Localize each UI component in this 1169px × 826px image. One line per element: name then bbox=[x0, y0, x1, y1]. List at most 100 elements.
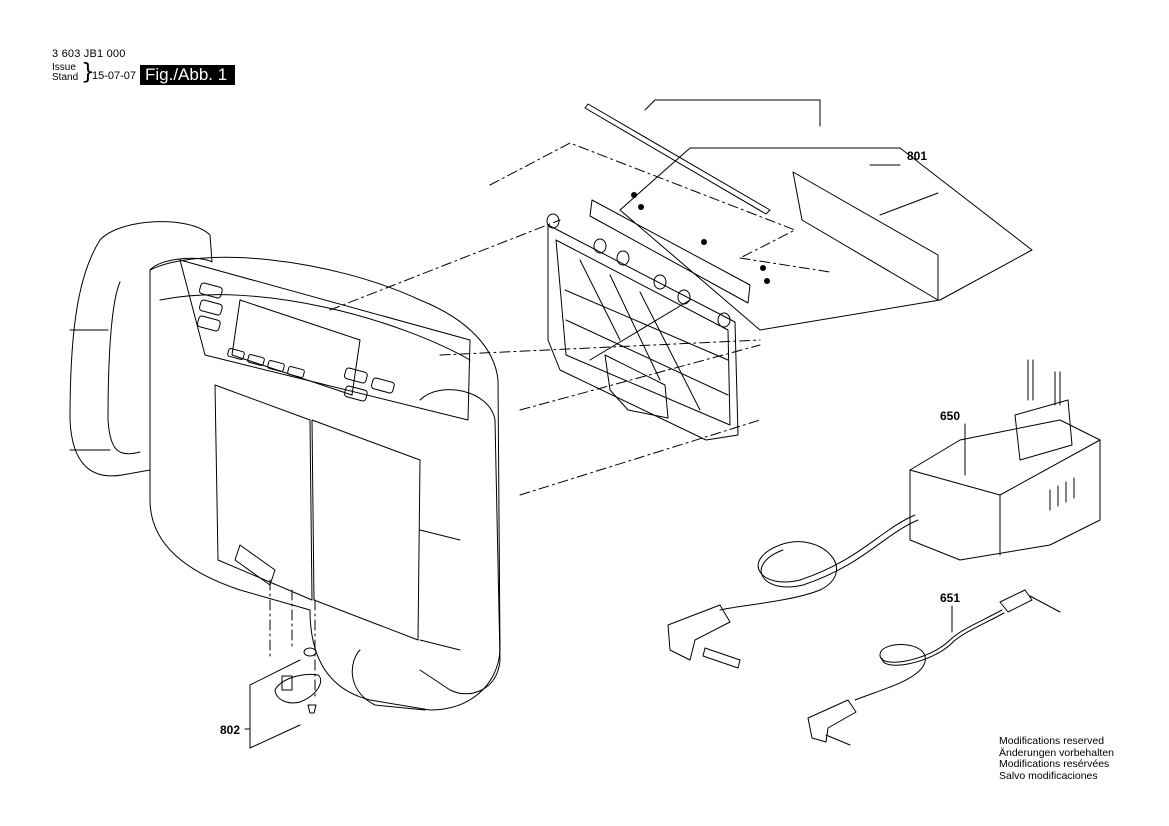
board-panel bbox=[792, 171, 939, 301]
mounting-bracket bbox=[589, 199, 751, 304]
jack-pin bbox=[702, 647, 741, 669]
plate-rib-4 bbox=[564, 289, 729, 361]
button-5 bbox=[247, 354, 265, 366]
button-1 bbox=[198, 282, 223, 299]
leader-801b bbox=[644, 99, 656, 111]
stand-label: Stand bbox=[52, 72, 79, 83]
handle-outer bbox=[69, 239, 151, 477]
plate-latch bbox=[604, 354, 669, 419]
part-650-group: 650 bbox=[667, 359, 1101, 669]
notice-line-1: Modifications reserved bbox=[999, 735, 1105, 747]
mounting-plate bbox=[546, 192, 770, 441]
button-2 bbox=[198, 299, 223, 316]
button-9 bbox=[343, 385, 368, 402]
fastener-screw bbox=[307, 704, 317, 714]
adapter-edge-1 bbox=[909, 469, 1001, 496]
radio-body bbox=[69, 221, 501, 711]
projection-b bbox=[329, 219, 561, 311]
issue-labels: Issue Stand bbox=[52, 63, 78, 83]
cable-jack-bottom-pin bbox=[825, 734, 851, 746]
leader-801 bbox=[654, 99, 821, 127]
button-6 bbox=[267, 360, 285, 372]
callout-801: 801 bbox=[907, 149, 927, 163]
hinge-3 bbox=[616, 250, 630, 266]
hinge-2 bbox=[593, 238, 607, 254]
plate-rib-2 bbox=[609, 274, 661, 381]
issue-date: 15-07-07 bbox=[92, 70, 137, 82]
part-802-group: 802 bbox=[220, 647, 322, 749]
handle-top bbox=[99, 221, 213, 281]
screw-5 bbox=[764, 278, 770, 284]
button-10 bbox=[370, 377, 395, 394]
foot-right bbox=[351, 649, 426, 711]
leader-802-top bbox=[249, 659, 301, 686]
handle-right bbox=[419, 389, 501, 695]
leader-802-bottom bbox=[249, 724, 301, 749]
projection-c bbox=[439, 339, 761, 356]
adapter-cable bbox=[719, 514, 916, 611]
cable-jack-top-pin bbox=[1029, 595, 1061, 613]
plate-rib-3 bbox=[639, 291, 701, 411]
notice-line-4: Salvo modificaciones bbox=[999, 769, 1098, 782]
audio-cable-b bbox=[881, 612, 1005, 666]
screws bbox=[631, 192, 770, 284]
jack-housing bbox=[667, 604, 731, 661]
notice-line-2: Änderungen vorbehalten bbox=[999, 746, 1115, 759]
plate-diagonal bbox=[589, 299, 691, 361]
projection-f bbox=[519, 344, 761, 411]
hinge-6 bbox=[717, 312, 731, 328]
adapter-edge-2 bbox=[999, 439, 1101, 496]
cable-jack-bottom bbox=[807, 699, 857, 743]
figure-label: Fig./Abb. 1 bbox=[140, 65, 236, 85]
screw-3 bbox=[701, 239, 707, 245]
projection-e bbox=[519, 419, 761, 496]
hinge-4 bbox=[653, 274, 667, 290]
button-7 bbox=[287, 366, 305, 378]
plate-inner bbox=[555, 239, 731, 426]
handle-grip-lines bbox=[69, 329, 111, 451]
hinge-5 bbox=[677, 289, 691, 305]
button-8 bbox=[343, 367, 368, 384]
issue-label: Issue bbox=[52, 62, 76, 73]
callout-650: 650 bbox=[940, 409, 960, 423]
plate-outline bbox=[547, 224, 739, 441]
plate-rib-1 bbox=[579, 259, 621, 341]
button-3 bbox=[196, 315, 221, 332]
spring bbox=[281, 675, 293, 691]
speaker-right bbox=[311, 419, 421, 641]
part-801-group: 801 bbox=[584, 99, 1033, 331]
projection-d bbox=[739, 257, 831, 273]
housing-top-edge bbox=[159, 294, 471, 361]
callout-802: 802 bbox=[220, 723, 240, 737]
control-panel bbox=[179, 259, 471, 421]
projection-lines bbox=[269, 142, 831, 701]
button-4 bbox=[227, 348, 245, 360]
adapter-vents bbox=[1049, 477, 1075, 511]
rod bbox=[584, 103, 771, 215]
display-screen bbox=[231, 299, 361, 396]
part-651-group: 651 bbox=[807, 589, 1061, 746]
adapter-cable-b bbox=[760, 519, 919, 588]
brace-icon: } bbox=[81, 60, 95, 85]
modification-notice: Modifications reserved Änderungen vorbeh… bbox=[999, 735, 1115, 782]
audio-cable bbox=[854, 609, 1003, 701]
handle-right-grip bbox=[419, 529, 461, 651]
handle-inner bbox=[107, 281, 141, 455]
washer bbox=[303, 647, 317, 657]
hinge-1 bbox=[546, 213, 560, 229]
plate-rib-5 bbox=[565, 319, 729, 396]
screw-1 bbox=[631, 192, 637, 198]
speaker-left bbox=[214, 384, 313, 601]
housing-outline bbox=[149, 256, 501, 711]
notice-line-3: Modifications resérvées bbox=[999, 758, 1110, 771]
foot-left bbox=[234, 544, 276, 586]
document-number: 3 603 JB1 000 bbox=[52, 48, 126, 60]
plug-body bbox=[1014, 399, 1073, 461]
cable-jack-top bbox=[999, 589, 1033, 613]
screw-4 bbox=[760, 265, 766, 271]
control-buttons bbox=[196, 282, 395, 402]
adapter-body bbox=[909, 419, 1101, 561]
screw-2 bbox=[638, 204, 644, 210]
projection-a bbox=[489, 142, 796, 259]
